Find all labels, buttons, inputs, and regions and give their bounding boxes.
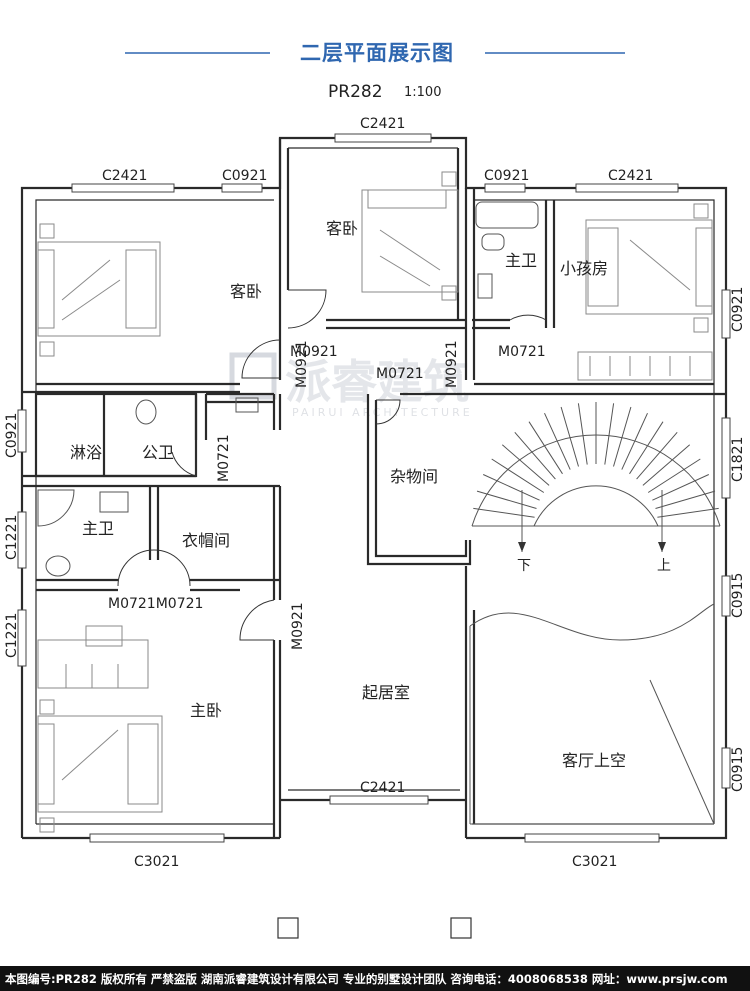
- code-c1221-b: C1221: [4, 613, 20, 658]
- code-m0921-a: M0921: [290, 344, 338, 360]
- plan-code: PR282: [328, 82, 383, 102]
- code-c2421-left: C2421: [102, 168, 147, 184]
- room-master-bath-left: 主卫: [82, 519, 114, 538]
- stair-up-label: 上: [657, 558, 671, 574]
- room-public-bath: 公卫: [142, 443, 174, 462]
- room-guest-top: 客卧: [326, 219, 358, 238]
- room-kids: 小孩房: [560, 259, 608, 278]
- stair-tread: [501, 444, 550, 486]
- stair-tread: [577, 403, 588, 465]
- code-m0721-pair: M0721M0721: [108, 596, 203, 612]
- code-c0915-a: C0915: [730, 573, 746, 618]
- stair-tread: [560, 406, 579, 467]
- plan-scale: 1:100: [404, 85, 441, 100]
- staircase[interactable]: 下 上: [471, 402, 721, 574]
- code-c0915-b: C0915: [730, 747, 746, 792]
- stair-tread: [613, 406, 632, 467]
- code-c0921-east: C0921: [730, 287, 746, 332]
- watermark-sub: PAIRUI ARCHITECTURE: [292, 406, 473, 419]
- stair-tread: [482, 474, 540, 501]
- code-c3021-left: C3021: [134, 854, 179, 870]
- stair-tread: [657, 507, 719, 518]
- stair-tread: [544, 412, 571, 470]
- stair-tread: [604, 403, 615, 465]
- room-guest-left: 客卧: [230, 282, 262, 301]
- code-c2421-bottom: C2421: [360, 780, 405, 796]
- code-c1221-a: C1221: [4, 515, 20, 560]
- room-void: 客厅上空: [562, 751, 626, 770]
- doors: [117, 289, 547, 641]
- code-c1821: C1821: [730, 437, 746, 482]
- stair-tread: [642, 444, 691, 486]
- code-m0921-d: M0921: [290, 602, 306, 650]
- code-c0921-west: C0921: [4, 413, 20, 458]
- stair-tread: [476, 490, 537, 509]
- footer-bar: [0, 966, 750, 991]
- stair-tread: [647, 458, 701, 493]
- stair-tread: [528, 421, 563, 475]
- stair-tread: [514, 431, 556, 480]
- room-closet: 衣帽间: [182, 531, 230, 550]
- marker-square-left: [277, 917, 299, 939]
- code-c2421-right: C2421: [608, 168, 653, 184]
- code-m0721-b: M0721: [376, 366, 424, 382]
- void-area: [469, 603, 715, 825]
- room-labels: 客卧 客卧 主卫 小孩房 淋浴 公卫 杂物间 主卫 衣帽间 起居室 主卧 客厅上…: [70, 219, 626, 770]
- furniture: [37, 171, 713, 833]
- stair-tread: [491, 458, 545, 493]
- room-shower: 淋浴: [70, 443, 102, 462]
- stair-down-label: 下: [517, 558, 531, 574]
- opening-codes: C2421 C2421 C0921 C0921 C2421 C2421 C302…: [4, 116, 746, 870]
- code-c0921-right: C0921: [484, 168, 529, 184]
- room-master-bath-top: 主卫: [505, 251, 537, 270]
- room-living: 起居室: [362, 683, 410, 702]
- room-master-bed: 主卧: [190, 701, 222, 720]
- stair-tread: [473, 507, 535, 518]
- code-m0921-c: M0921: [444, 340, 460, 388]
- code-m0921-b: M0921: [294, 340, 310, 388]
- page-title: 二层平面展示图: [300, 41, 454, 65]
- code-c3021-right: C3021: [572, 854, 617, 870]
- code-m0721-a: M0721: [498, 344, 546, 360]
- stair-tread: [629, 421, 664, 475]
- code-c2421-top: C2421: [360, 116, 405, 132]
- stair-tread: [621, 412, 648, 470]
- marker-square-right: [450, 917, 472, 939]
- code-c0921-left: C0921: [222, 168, 267, 184]
- code-m0721-c: M0721: [216, 434, 232, 482]
- watermark-logo: 派睿建筑 PAIRUI ARCHITECTURE: [229, 352, 473, 419]
- room-storage: 杂物间: [390, 467, 438, 486]
- stair-tread: [655, 490, 716, 509]
- windows: [17, 133, 731, 843]
- footer-text: 本图编号:PR282 版权所有 严禁盗版 湖南派睿建筑设计有限公司 专业的别墅设…: [5, 972, 728, 986]
- stair-tread: [636, 431, 678, 480]
